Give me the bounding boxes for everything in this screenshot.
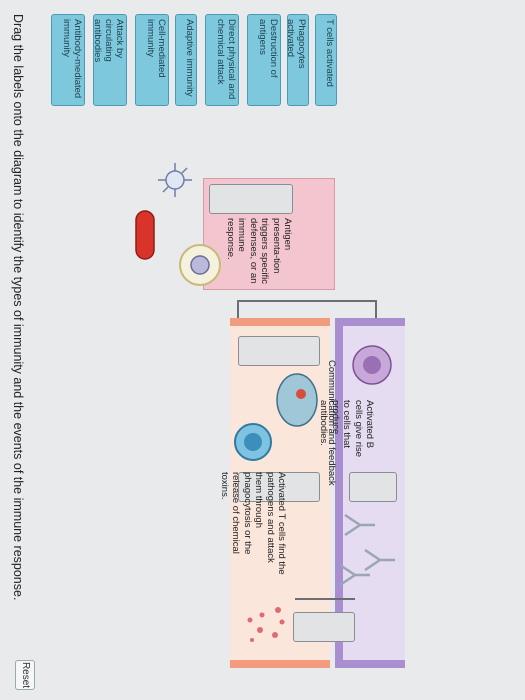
drop-target-b-cell[interactable] <box>349 472 397 502</box>
label-phagocytes-activated[interactable]: Phagocytes activated <box>285 14 309 106</box>
label-adaptive-immunity[interactable]: Adaptive immunity <box>175 14 197 106</box>
label-antibody-mediated-immunity[interactable]: Antibody-mediated immunity <box>51 14 85 106</box>
drop-target-antigen[interactable] <box>209 184 293 214</box>
antigen-debris-icon <box>247 607 285 642</box>
antibody-icons <box>339 513 395 587</box>
label-attack-by-circulating-antibodies[interactable]: Attack by circulating antibodies <box>92 14 127 106</box>
label-direct-physical-chemical-attack[interactable]: Direct physical and chemical attack <box>205 14 239 106</box>
connector-line <box>237 300 377 302</box>
macrophage-icon <box>276 373 318 427</box>
communication-text: Communication and feedback <box>326 360 337 486</box>
connector-line <box>375 300 377 320</box>
drop-target-destruction[interactable] <box>293 612 355 642</box>
label-destruction-of-antigens[interactable]: Destruction of antigens <box>247 14 281 106</box>
b-cell-icon <box>352 345 392 385</box>
t-cell-text: Activated T cells find the pathogens and… <box>219 472 287 575</box>
connector-line <box>295 598 355 600</box>
label-cell-mediated-immunity[interactable]: Cell-mediated immunity <box>135 14 169 106</box>
instructions: Drag the labels onto the diagram to iden… <box>11 14 25 601</box>
reset-button[interactable]: Reset <box>15 660 35 690</box>
bacterium-icon <box>135 210 155 260</box>
virus-icon <box>158 163 192 197</box>
label-t-cells-activated[interactable]: T cells activated <box>315 14 337 106</box>
connector-line <box>237 300 239 320</box>
infected-cell-icon <box>179 244 221 286</box>
t-cell-icon <box>234 423 272 461</box>
drop-target-t-cell[interactable] <box>238 336 320 366</box>
